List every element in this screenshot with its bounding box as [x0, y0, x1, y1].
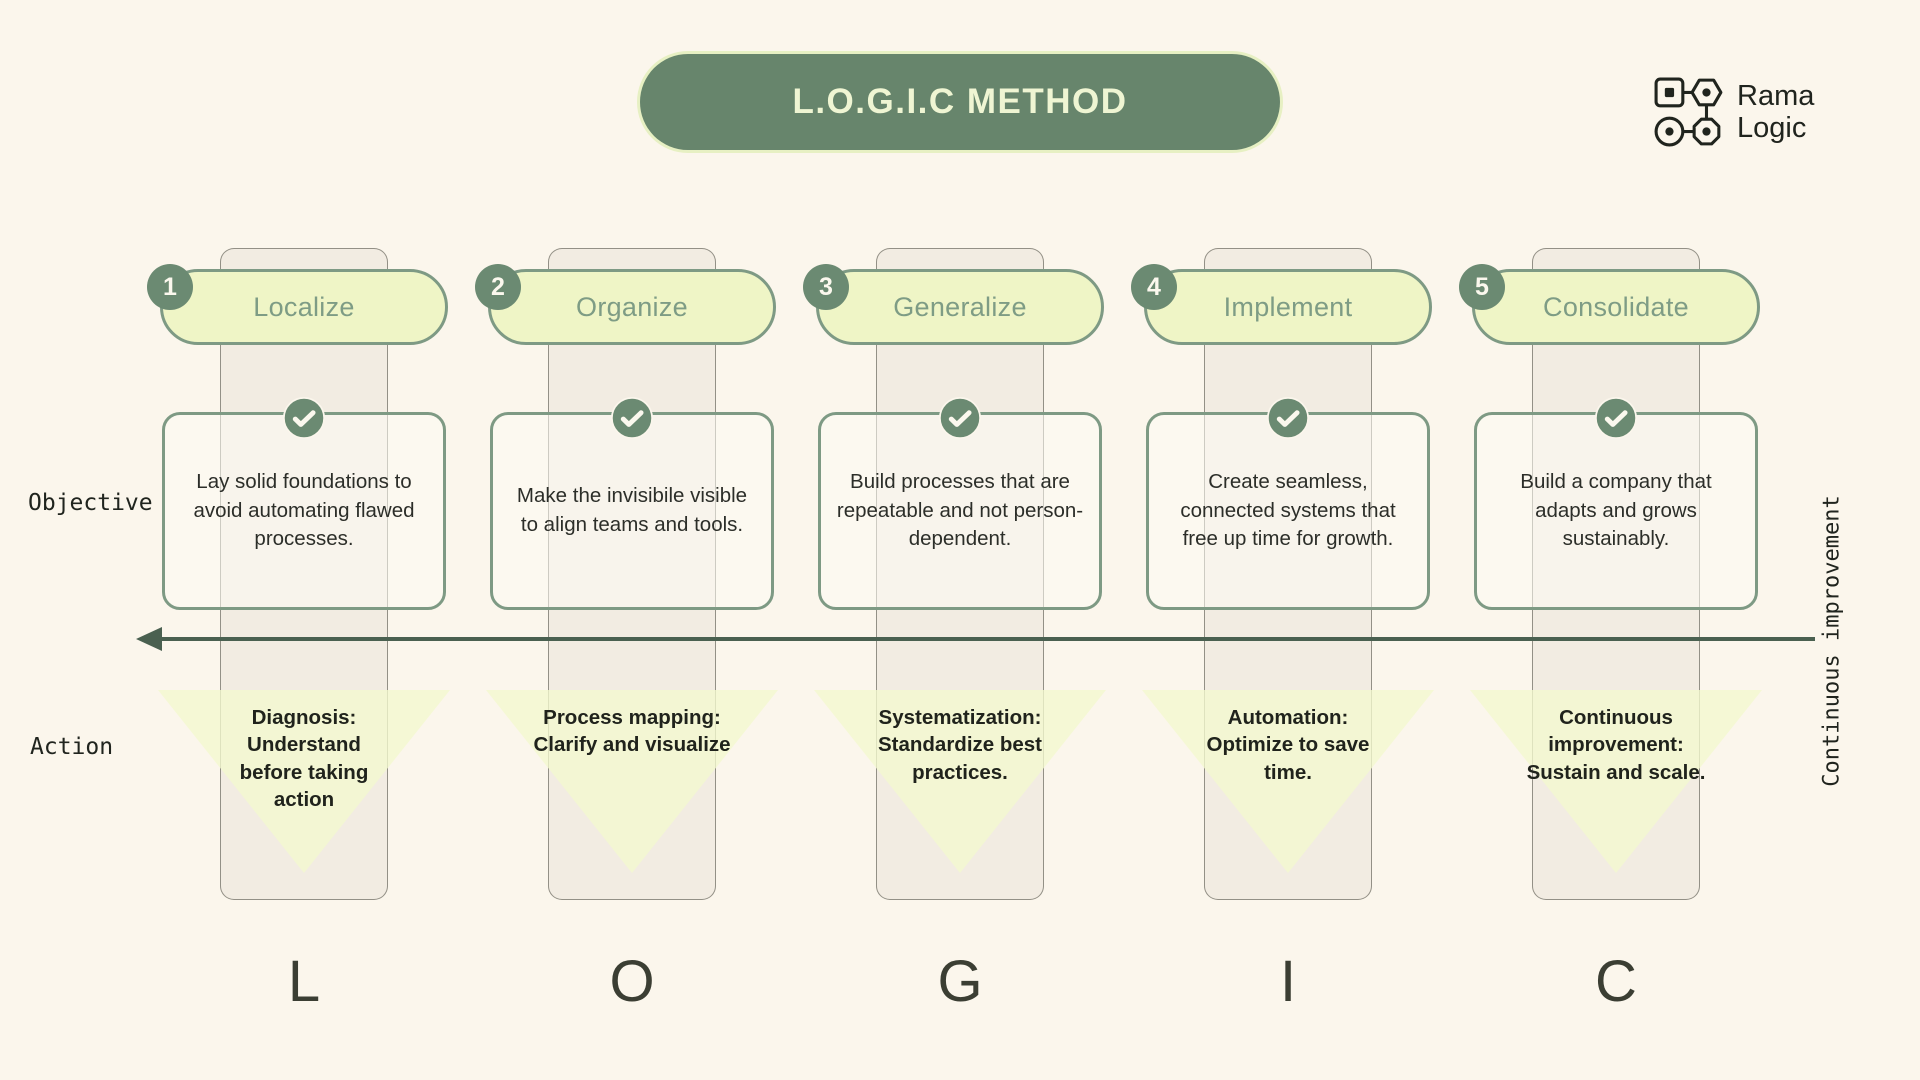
action-text: Process mapping: Clarify and visualize: [533, 706, 731, 757]
objective-text: Make the invisibile visible to align tea…: [516, 484, 748, 536]
action-block: Process mapping: Clarify and visualize: [468, 704, 796, 759]
objective-card: Create seamless, connected systems that …: [1146, 412, 1430, 610]
step-letter: L: [287, 949, 321, 1014]
step-letter: G: [937, 949, 983, 1014]
steps-grid: 1 Localize Lay solid foundations to avoi…: [140, 248, 1780, 1026]
objective-text: Build a company that adapts and grows su…: [1520, 469, 1712, 551]
step-column: 4 Implement Create seamless, connected s…: [1124, 248, 1452, 1026]
step-letter: C: [1595, 949, 1637, 1014]
left-arrowhead-icon: [136, 627, 162, 651]
step-number: 5: [1475, 272, 1489, 301]
objective-card: Make the invisibile visible to align tea…: [490, 412, 774, 610]
step-number-badge: 2: [475, 264, 521, 310]
step-number-badge: 4: [1131, 264, 1177, 310]
checkmark-icon: [939, 397, 981, 439]
objective-text: Create seamless, connected systems that …: [1180, 469, 1396, 551]
checkmark-icon: [1595, 397, 1637, 439]
step-name-pill: Consolidate: [1472, 269, 1760, 345]
title-banner: L.O.G.I.C METHOD: [640, 54, 1280, 150]
step-letter: I: [1279, 949, 1297, 1014]
step-column: 2 Organize Make the invisibile visible t…: [468, 248, 796, 1026]
step-number-badge: 5: [1459, 264, 1505, 310]
checkmark-icon: [283, 397, 325, 439]
row-label-action: Action: [30, 734, 114, 760]
step-column: 3 Generalize Build processes that are re…: [796, 248, 1124, 1026]
action-text: Continuous improvement: Sustain and scal…: [1526, 706, 1706, 784]
timeline-arrow-line: [158, 637, 1815, 641]
brand-logo: Rama Logic: [1653, 76, 1814, 148]
step-number: 3: [819, 272, 833, 301]
continuous-improvement-label: Continuous improvement: [1819, 495, 1845, 787]
page-title: L.O.G.I.C METHOD: [792, 82, 1128, 121]
checkmark-icon: [611, 397, 653, 439]
brand-name: Rama Logic: [1737, 80, 1814, 145]
step-letter: O: [609, 949, 655, 1014]
objective-card: Build processes that are repeatable and …: [818, 412, 1102, 610]
step-name-pill: Localize: [160, 269, 448, 345]
objective-text: Lay solid foundations to avoid automatin…: [193, 469, 415, 551]
brand-name-line2: Logic: [1737, 112, 1807, 144]
step-name-label: Localize: [253, 291, 355, 322]
action-text: Diagnosis: Understand before taking acti…: [239, 706, 369, 811]
objective-text: Build processes that are repeatable and …: [836, 469, 1084, 551]
brand-name-line1: Rama: [1737, 79, 1815, 112]
step-name-label: Consolidate: [1543, 291, 1689, 322]
step-name-label: Organize: [576, 291, 688, 322]
network-nodes-icon: [1654, 77, 1723, 147]
action-text: Automation: Optimize to save time.: [1206, 706, 1370, 784]
step-column: 5 Consolidate Build a company that adapt…: [1452, 248, 1780, 1026]
action-block: Automation: Optimize to save time.: [1124, 704, 1452, 786]
row-label-objective: Objective: [28, 490, 153, 516]
step-number-badge: 3: [803, 264, 849, 310]
checkmark-icon: [1267, 397, 1309, 439]
step-number-badge: 1: [147, 264, 193, 310]
action-block: Diagnosis: Understand before taking acti…: [140, 704, 468, 813]
step-name-pill: Implement: [1144, 269, 1432, 345]
action-block: Continuous improvement: Sustain and scal…: [1452, 704, 1780, 786]
action-block: Systematization: Standardize best practi…: [796, 704, 1124, 786]
step-number: 4: [1147, 272, 1161, 301]
step-name-pill: Generalize: [816, 269, 1104, 345]
step-name-label: Implement: [1223, 291, 1353, 322]
step-number: 2: [491, 272, 505, 301]
step-column: 1 Localize Lay solid foundations to avoi…: [140, 248, 468, 1026]
action-text: Systematization: Standardize best practi…: [877, 706, 1043, 784]
step-name-label: Generalize: [893, 291, 1027, 322]
step-number: 1: [163, 272, 177, 301]
objective-card: Lay solid foundations to avoid automatin…: [162, 412, 446, 610]
step-name-pill: Organize: [488, 269, 776, 345]
objective-card: Build a company that adapts and grows su…: [1474, 412, 1758, 610]
